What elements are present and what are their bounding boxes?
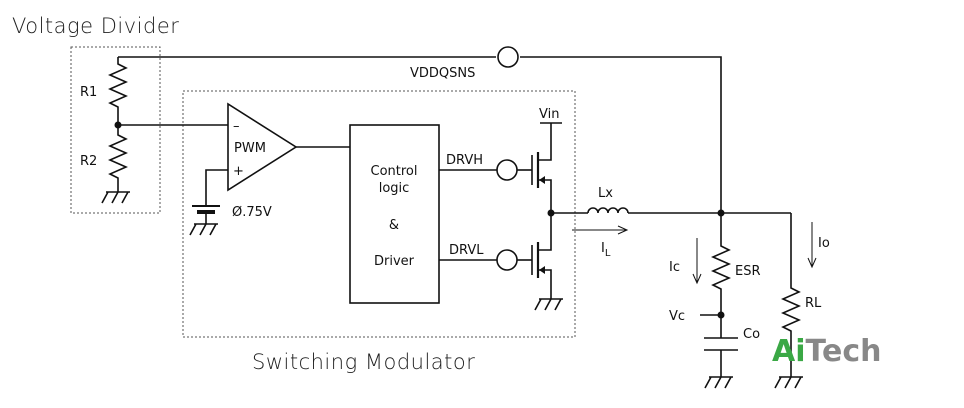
comparator-pwm-label: PWM (234, 141, 266, 156)
ground-symbol-rl (774, 376, 803, 389)
drvl-pin (496, 249, 518, 271)
vin-label: Vin (539, 107, 559, 122)
lx-label: Lx (598, 186, 613, 201)
ic-arrow (692, 238, 702, 285)
esr-resistor (711, 213, 731, 315)
inductor-lx (587, 207, 629, 214)
switching-modulator-title: Switching Modulator (252, 350, 475, 374)
co-label: Co (743, 327, 760, 342)
ground-symbol-co (704, 376, 733, 389)
vc-label: Vc (669, 309, 685, 324)
il-label: IL (601, 241, 611, 259)
ampersand-label: & (389, 218, 399, 233)
low-side-mosfet (531, 212, 552, 299)
ground-symbol-vref (189, 223, 218, 236)
esr-label: ESR (735, 264, 761, 279)
control-label: Control (371, 164, 418, 179)
drvh-pin (496, 159, 518, 181)
driver-label: Driver (374, 254, 415, 269)
r1-label: R1 (80, 85, 97, 100)
vref-wire (205, 169, 228, 205)
io-label: Io (818, 236, 830, 251)
capacitor-co (704, 315, 738, 377)
ground-symbol-low-side (534, 298, 563, 311)
drvl-label: DRVL (449, 243, 484, 258)
rl-resistor (781, 213, 801, 377)
r2-label: R2 (80, 154, 97, 169)
aitech-logo: AiTech (772, 334, 881, 369)
rl-label: RL (805, 296, 822, 311)
logic-label: logic (379, 181, 410, 196)
comparator-plus: + (233, 164, 244, 179)
pwm-comparator (227, 102, 298, 192)
ground-symbol-r2 (101, 191, 130, 204)
comparator-minus: – (233, 119, 240, 134)
switching-modulator-box (182, 90, 576, 338)
drvh-label: DRVH (446, 153, 483, 168)
voltage-divider-box (70, 46, 161, 214)
vddqsns-pin (497, 46, 519, 68)
vref-label: Ø.75V (232, 205, 272, 220)
control-logic-block (349, 124, 440, 304)
io-arrow (807, 222, 817, 269)
il-arrow (572, 225, 629, 235)
vddqsns-label: VDDQSNS (410, 66, 475, 81)
ic-label: Ic (669, 260, 680, 275)
vddqsns-wire (118, 56, 722, 213)
r2-resistor (108, 125, 128, 192)
voltage-divider-title: Voltage Divider (12, 14, 179, 38)
r1-resistor (108, 57, 128, 125)
vref-battery-plate (197, 210, 215, 214)
high-side-mosfet (531, 123, 552, 212)
